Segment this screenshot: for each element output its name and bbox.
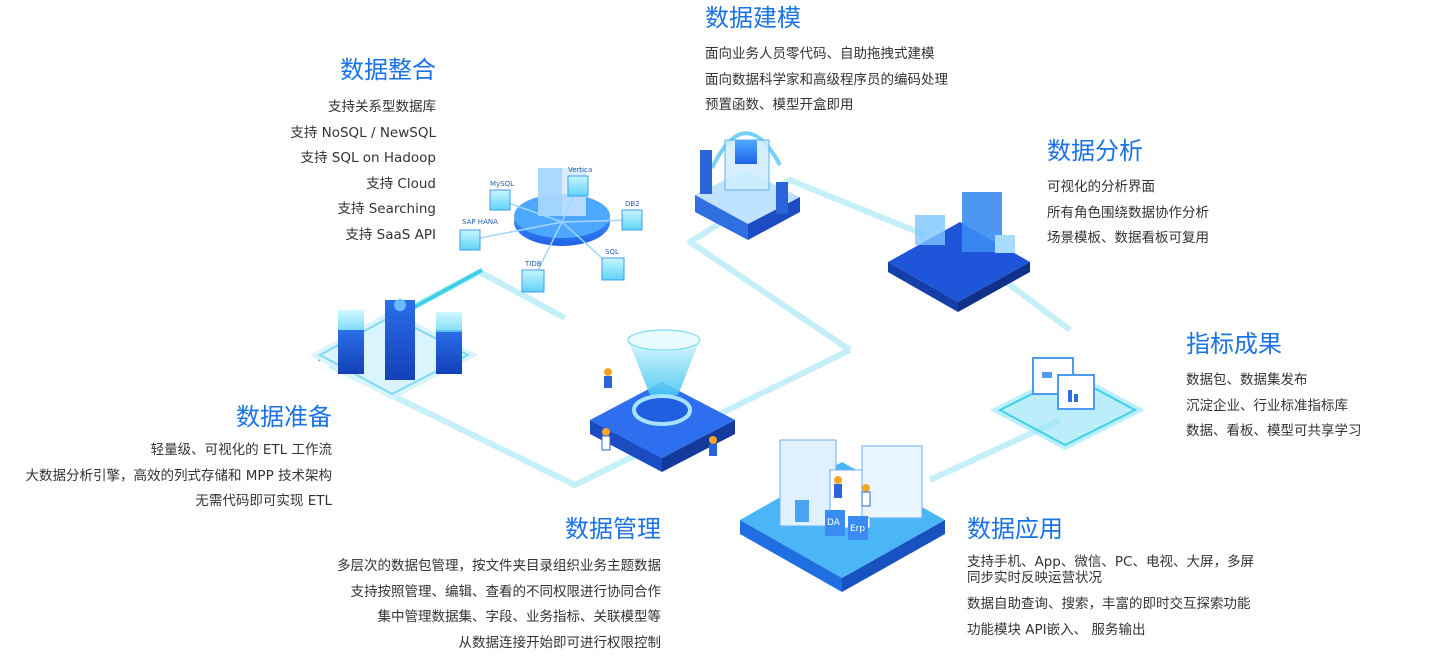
section-item: 轻量级、可视化的 ETL 工作流 (150, 442, 332, 458)
panel-label-erp: Erp (850, 524, 865, 534)
hub-label-vertica: Vertica (568, 166, 592, 174)
section-item: 支持 SQL on Hadoop (300, 150, 437, 166)
section-metrics: 指标成果 数据包、数据集发布 沉淀企业、行业标准指标库 数据、看板、模型可共享学… (1186, 329, 1362, 445)
hub-label-sap-hana: SAP HANA (462, 218, 498, 226)
section-item: 数据、看板、模型可共享学习 (1186, 423, 1362, 439)
section-item: 无需代码即可实现 ETL (195, 493, 332, 509)
panel-label-da: DA (827, 518, 841, 528)
preparation-platform (310, 299, 478, 400)
section-item: 同步实时反映运营状况 (967, 570, 1102, 586)
section-application: 数据应用 支持手机、App、微信、PC、电视、大屏，多屏 同步实时反映运营状况 … (967, 514, 1254, 643)
hub-label-db2: DB2 (625, 200, 640, 208)
section-item: 预置函数、模型开盒即用 (705, 97, 854, 113)
section-title: 数据准备 (236, 403, 332, 431)
section-item: 支持 Searching (337, 201, 436, 217)
section-item: 支持手机、App、微信、PC、电视、大屏，多屏 (967, 554, 1254, 570)
section-title: 数据建模 (705, 4, 801, 32)
section-management: 数据管理 多层次的数据包管理，按文件夹目录组织业务主题数据 支持按照管理、编辑、… (337, 514, 661, 656)
metrics-scene (990, 357, 1145, 450)
application-scene: DA Erp (740, 439, 945, 592)
hub-label-sql: SQL (605, 248, 619, 256)
section-preparation: 数据准备 轻量级、可视化的 ETL 工作流 大数据分析引擎，高效的列式存储和 M… (25, 402, 332, 515)
section-title: 数据管理 (565, 515, 661, 543)
section-item: 所有角色围绕数据协作分析 (1047, 204, 1209, 221)
section-item: 面向业务人员零代码、自助拖拽式建模 (705, 46, 935, 62)
integration-hub: MySQL Vertica DB2 SQL TIDB SAP HANA (459, 166, 643, 293)
section-integration: 数据整合 支持关系型数据库 支持 NoSQL / NewSQL 支持 SQL o… (290, 55, 436, 248)
section-item: 支持 Cloud (366, 175, 436, 192)
section-item: 集中管理数据集、字段、业务指标、关联模型等 (377, 609, 662, 625)
section-item: 支持 NoSQL / NewSQL (290, 124, 436, 141)
section-item: 从数据连接开始即可进行权限控制 (458, 634, 662, 651)
section-item: 沉淀企业、行业标准指标库 (1186, 397, 1348, 414)
analysis-scene (888, 192, 1030, 312)
section-item: 多层次的数据包管理，按文件夹目录组织业务主题数据 (337, 558, 661, 574)
hub-label-tidb: TIDB (524, 260, 542, 268)
section-title: 数据分析 (1047, 137, 1143, 165)
hub-label-mysql: MySQL (490, 180, 514, 188)
section-item: 可视化的分析界面 (1047, 179, 1155, 195)
section-item: 功能模块 API嵌入、 服务输出 (967, 621, 1146, 638)
section-item: 数据包、数据集发布 (1186, 372, 1308, 388)
section-item: 支持 SaaS API (345, 226, 436, 243)
section-item: 大数据分析引擎，高效的列式存储和 MPP 技术架构 (25, 467, 332, 484)
section-title: 数据整合 (340, 56, 436, 84)
modeling-device (695, 131, 800, 240)
section-title: 数据应用 (967, 515, 1063, 543)
section-item: 面向数据科学家和高级程序员的编码处理 (705, 71, 948, 88)
section-title: 指标成果 (1186, 330, 1282, 358)
management-platform (590, 329, 735, 472)
section-item: 场景模板、数据看板可复用 (1047, 230, 1209, 246)
section-item: 支持关系型数据库 (328, 99, 436, 115)
section-modeling: 数据建模 面向业务人员零代码、自助拖拽式建模 面向数据科学家和高级程序员的编码处… (705, 3, 948, 119)
section-item: 支持按照管理、编辑、查看的不同权限进行协同合作 (350, 583, 662, 600)
section-item: 数据自助查询、搜索，丰富的即时交互探索功能 (967, 596, 1251, 612)
section-analysis: 数据分析 可视化的分析界面 所有角色围绕数据协作分析 场景模板、数据看板可复用 (1047, 136, 1209, 252)
